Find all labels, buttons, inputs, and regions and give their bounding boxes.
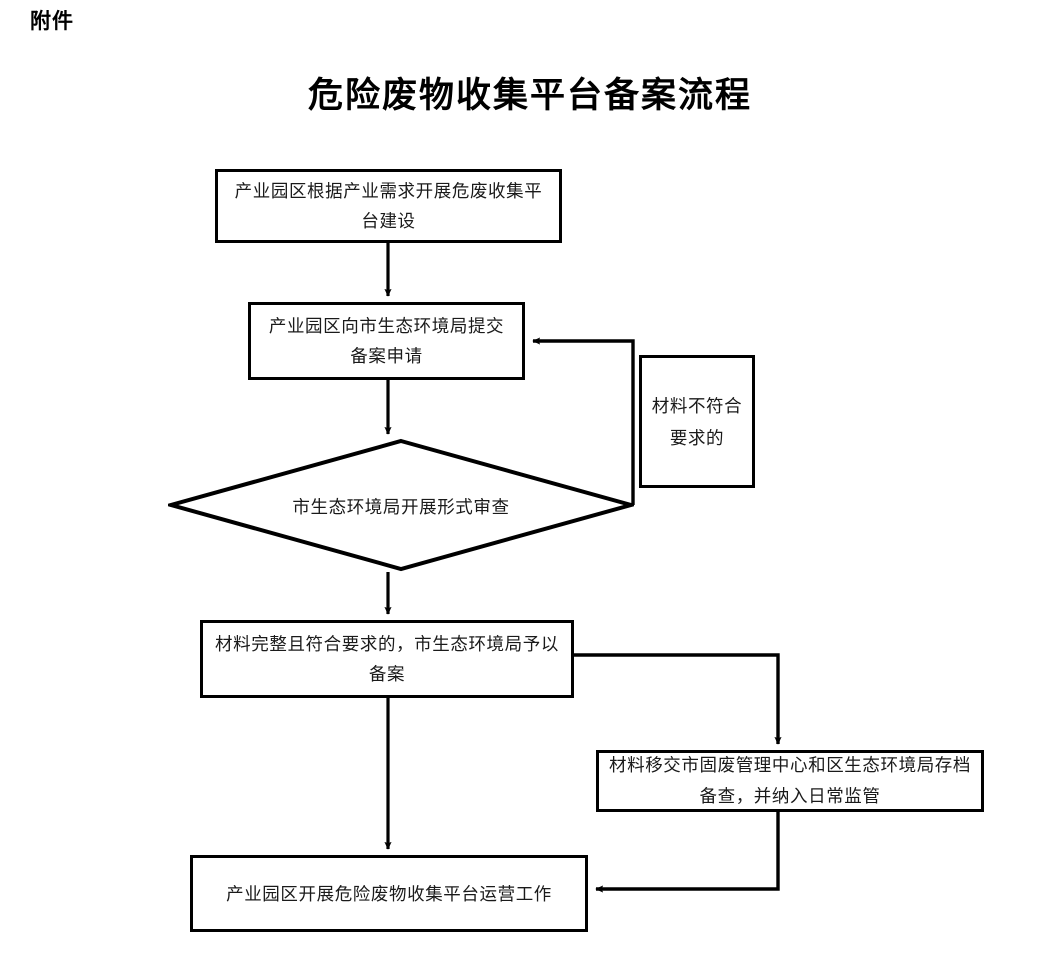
node-park-build[interactable]: 产业园区根据产业需求开展危废收集平台建设 <box>215 169 562 243</box>
node-park-build-label: 产业园区根据产业需求开展危废收集平台建设 <box>234 181 543 231</box>
node-materials-noncompliant[interactable]: 材料不符合要求的 <box>639 355 755 488</box>
page-title: 危险废物收集平台备案流程 <box>307 76 752 115</box>
node-formal-review-decision[interactable]: 市生态环境局开展形式审查 <box>168 438 634 572</box>
node-materials-noncompliant-label: 材料不符合要求的 <box>651 395 743 448</box>
diamond-shape <box>168 438 634 572</box>
node-archive-transfer-label: 材料移交市固废管理中心和区生态环境局存档备查，并纳入日常监管 <box>609 755 971 806</box>
node-submit-application[interactable]: 产业园区向市生态环境局提交备案申请 <box>248 302 525 380</box>
node-submit-application-label: 产业园区向市生态环境局提交备案申请 <box>268 316 505 366</box>
node-formal-review-decision-label: 市生态环境局开展形式审查 <box>292 497 510 517</box>
node-platform-operation[interactable]: 产业园区开展危险废物收集平台运营工作 <box>190 855 588 932</box>
edge-archive-to-operate <box>595 812 780 893</box>
edge-record-to-archive <box>574 653 782 745</box>
edge-review-to-submit-reject-loop <box>532 337 635 505</box>
node-platform-operation-label: 产业园区开展危险废物收集平台运营工作 <box>226 883 552 904</box>
attachment-label: 附件 <box>30 10 74 33</box>
node-grant-filing[interactable]: 材料完整且符合要求的，市生态环境局予以备案 <box>200 620 574 698</box>
node-archive-transfer[interactable]: 材料移交市固废管理中心和区生态环境局存档备查，并纳入日常监管 <box>596 750 984 812</box>
node-grant-filing-label: 材料完整且符合要求的，市生态环境局予以备案 <box>215 634 559 684</box>
